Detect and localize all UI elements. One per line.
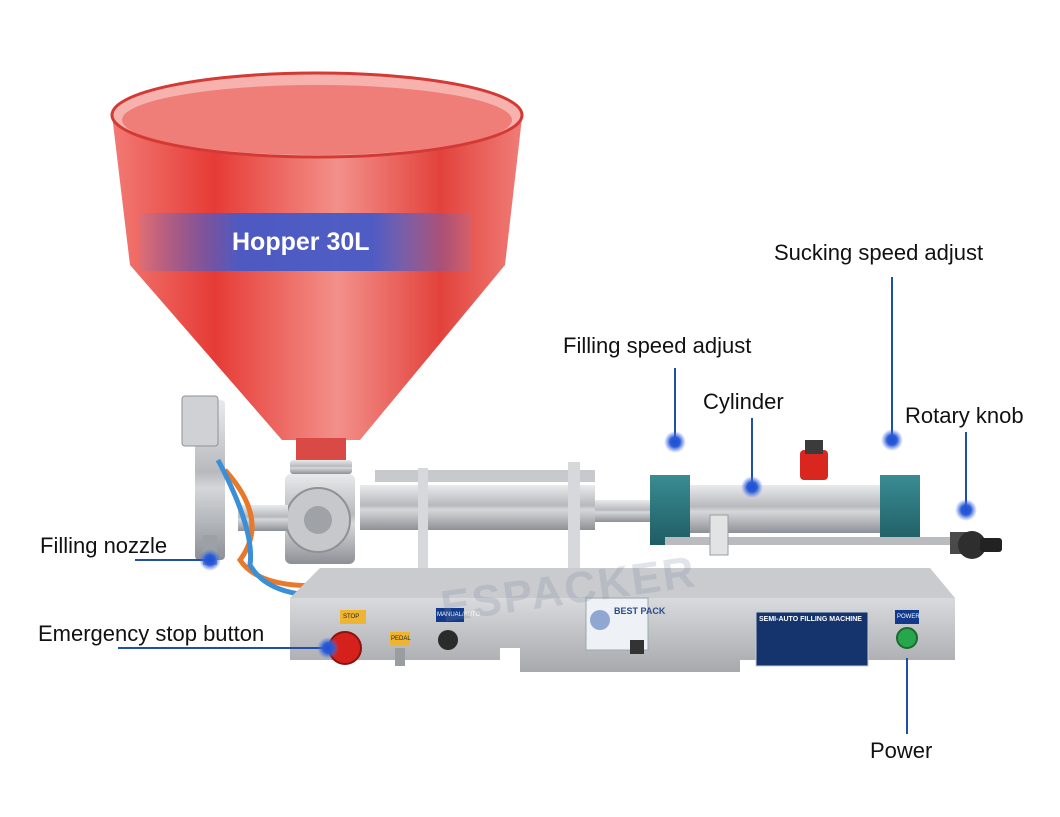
brand-plate <box>585 597 649 654</box>
manual-auto-switch <box>436 608 464 650</box>
callout-cylinder: Cylinder <box>703 389 784 414</box>
emergency-stop-dot <box>317 637 339 659</box>
filling-nozzle-dot <box>199 549 221 571</box>
callout-filling-nozzle: Filling nozzle <box>40 533 168 558</box>
hopper-tag <box>140 213 472 271</box>
manual-auto-label: MANUAL/AUTO <box>437 612 481 618</box>
stop-label: STOP <box>343 614 360 620</box>
callout-rotary-knob: Rotary knob <box>905 403 1024 428</box>
pedal-label: PEDAL <box>391 636 411 642</box>
hopper <box>110 71 524 474</box>
cylinder-dot <box>741 476 763 498</box>
hopper-label: Hopper 30L <box>232 228 370 256</box>
power-label: POWER <box>897 614 920 620</box>
callout-emergency-stop-button: Emergency stop button <box>38 621 265 646</box>
barrel <box>360 462 650 588</box>
brand-label: BEST PACK <box>614 606 666 616</box>
power-button <box>895 610 919 649</box>
callout-sucking-speed-adjust: Sucking speed adjust <box>774 240 984 265</box>
pneumatic-cylinder <box>650 440 955 556</box>
nameplate <box>755 611 869 667</box>
callout-dots <box>199 429 977 659</box>
pedal-switch <box>390 632 410 666</box>
sucking-speed-dot <box>881 429 903 451</box>
callout-lines <box>118 277 967 734</box>
callout-power: Power <box>870 738 933 763</box>
pump-assembly <box>181 395 355 599</box>
nameplate-title: SEMI-AUTO FILLING MACHINE <box>759 616 862 623</box>
filling-speed-dot <box>664 431 686 453</box>
callout-filling-speed-adjust: Filling speed adjust <box>563 333 752 358</box>
rotary-knob <box>950 531 1002 559</box>
rotary-knob-dot <box>955 499 977 521</box>
